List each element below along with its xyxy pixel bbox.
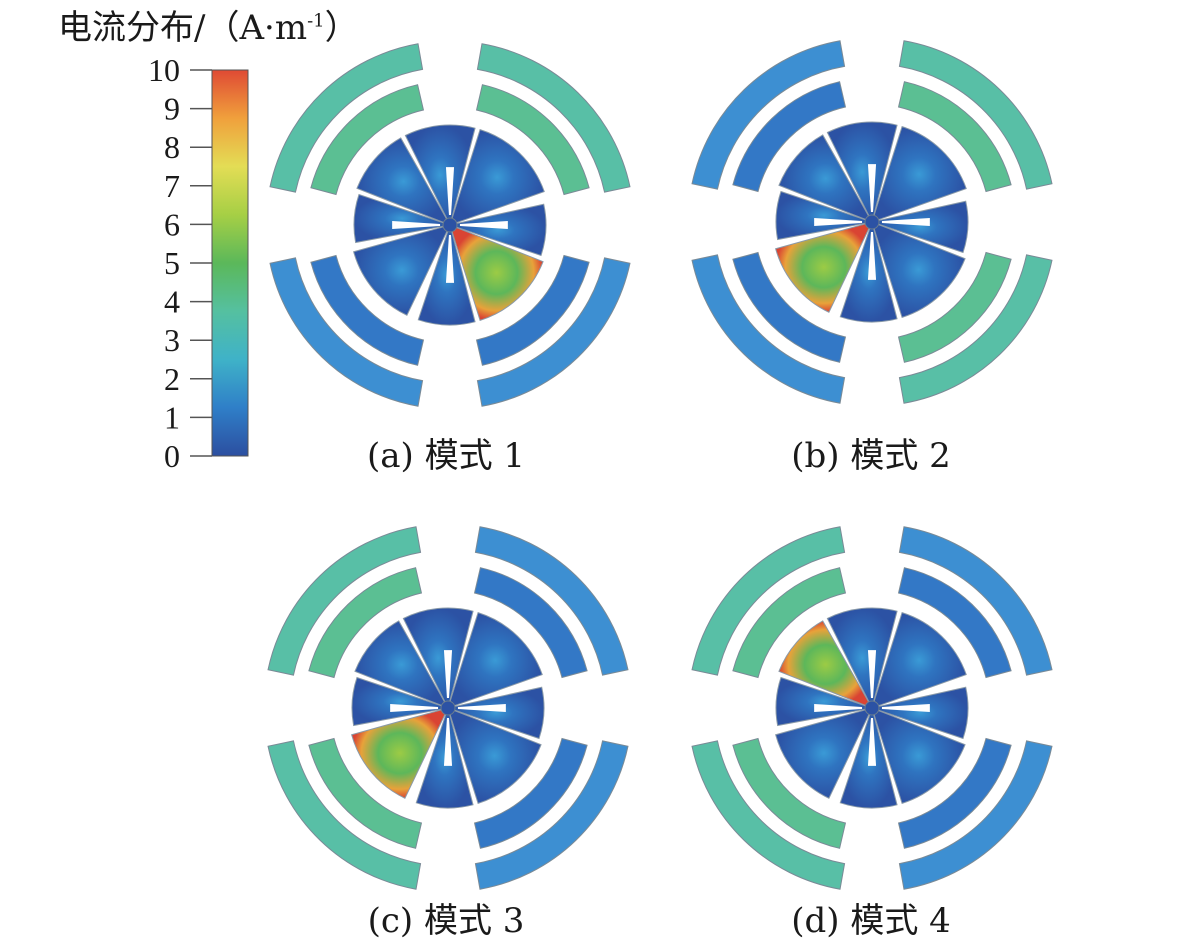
rotor-segment [354, 620, 450, 709]
rotor-slot [814, 217, 863, 227]
rotor-slot [445, 234, 455, 283]
rotor-hub [864, 214, 880, 230]
stator-inner-arc [473, 567, 588, 679]
rotor-segment [351, 676, 450, 727]
rotor-segment [778, 134, 874, 223]
rotor-segment-hot [778, 620, 874, 709]
stator-inner-arc [308, 737, 423, 849]
colorbar-tick-label: 1 [164, 399, 180, 435]
caption-d: (d) 模式 4 [791, 901, 951, 941]
rotor-segment [446, 686, 545, 740]
colorbar-tick-label: 8 [164, 129, 180, 165]
stator-outer-arc [898, 526, 1053, 676]
stator-inner-arc [897, 251, 1012, 363]
stator-inner-arc [732, 737, 847, 849]
colorbar-tick-label: 3 [164, 322, 180, 358]
stator-outer-arc [267, 740, 422, 890]
rotor-segment [871, 221, 966, 318]
rotor-segment [870, 200, 969, 254]
rotor-segment [826, 121, 898, 224]
rotor-segment [417, 223, 476, 326]
colorbar-tick-label: 0 [164, 438, 180, 474]
stator-outer-arc [691, 254, 846, 404]
rotor-slot [867, 717, 877, 766]
stator-inner-arc [308, 567, 423, 679]
colorbar-tick-label: 9 [164, 91, 180, 127]
rotor-segment-hot [449, 224, 544, 321]
rotor-segment [871, 126, 967, 223]
colorbar-tick-label: 6 [164, 206, 180, 242]
stator-outer-arc [267, 526, 422, 676]
rotor-slot [459, 220, 508, 230]
rotor-slot [881, 703, 930, 713]
rotor-segment [415, 706, 474, 809]
colorbar-tick-label: 2 [164, 361, 180, 397]
motor-panel [691, 526, 1053, 890]
motor-panel [267, 526, 629, 890]
rotor-segment [775, 676, 874, 727]
stator-inner-arc [897, 737, 1012, 849]
rotor-slot [814, 703, 863, 713]
rotor-hub [442, 217, 458, 233]
rotor-slot [867, 164, 877, 213]
stator-inner-arc [732, 251, 847, 363]
rotor-segment-hot [775, 221, 873, 313]
rotor-segment [870, 686, 969, 740]
stator-outer-arc [476, 257, 631, 407]
colorbar-tick-label: 10 [148, 52, 180, 88]
rotor-segment [871, 612, 967, 709]
stator-inner-arc [475, 84, 590, 196]
colorbar-tick-label: 4 [164, 284, 180, 320]
rotor-hub [864, 700, 880, 716]
rotor-slot [867, 231, 877, 280]
rotor-segment-hot [351, 707, 449, 799]
stator-outer-arc [474, 740, 629, 890]
rotor-segment [448, 203, 547, 257]
rotor-slot [457, 703, 506, 713]
stator-outer-arc [898, 40, 1053, 190]
stator-inner-arc [475, 254, 590, 366]
colorbar-tick-label: 5 [164, 245, 180, 281]
colorbar-tick-label: 7 [164, 168, 180, 204]
rotor-segment [775, 190, 874, 241]
rotor-segment [775, 707, 873, 799]
colorbar-gradient [211, 69, 249, 457]
rotor-hub [440, 700, 456, 716]
rotor-segment [826, 607, 898, 710]
stator-outer-arc [476, 43, 631, 193]
rotor-segment [447, 707, 542, 804]
stator-inner-arc [473, 737, 588, 849]
rotor-slot [881, 217, 930, 227]
colorbar-title: 电流分布/（A·m-1） [58, 8, 359, 48]
stator-inner-arc [732, 81, 847, 193]
rotor-slot [867, 650, 877, 699]
rotor-segment [449, 129, 545, 226]
stator-outer-arc [691, 40, 846, 190]
rotor-segment [871, 707, 966, 804]
rotor-slot [443, 717, 453, 766]
rotor-segment [839, 706, 898, 809]
caption-c: (c) 模式 3 [367, 901, 525, 941]
rotor-segment [402, 607, 474, 710]
rotor-slot [390, 703, 439, 713]
rotor-segment [839, 220, 898, 323]
stator-outer-arc [898, 740, 1053, 890]
caption-b: (b) 模式 2 [791, 436, 951, 476]
stator-inner-arc [897, 81, 1012, 193]
stator-outer-arc [691, 526, 846, 676]
rotor-slot [445, 167, 455, 216]
stator-inner-arc [732, 567, 847, 679]
rotor-segment [404, 124, 476, 227]
caption-a: (a) 模式 1 [366, 436, 526, 476]
stator-outer-arc [898, 254, 1053, 404]
rotor-slot [443, 650, 453, 699]
rotor-segment [447, 612, 543, 709]
stator-inner-arc [897, 567, 1012, 679]
motor-panel [691, 40, 1053, 404]
rotor-slot [392, 220, 441, 230]
stator-outer-arc [691, 740, 846, 890]
stator-outer-arc [474, 526, 629, 676]
